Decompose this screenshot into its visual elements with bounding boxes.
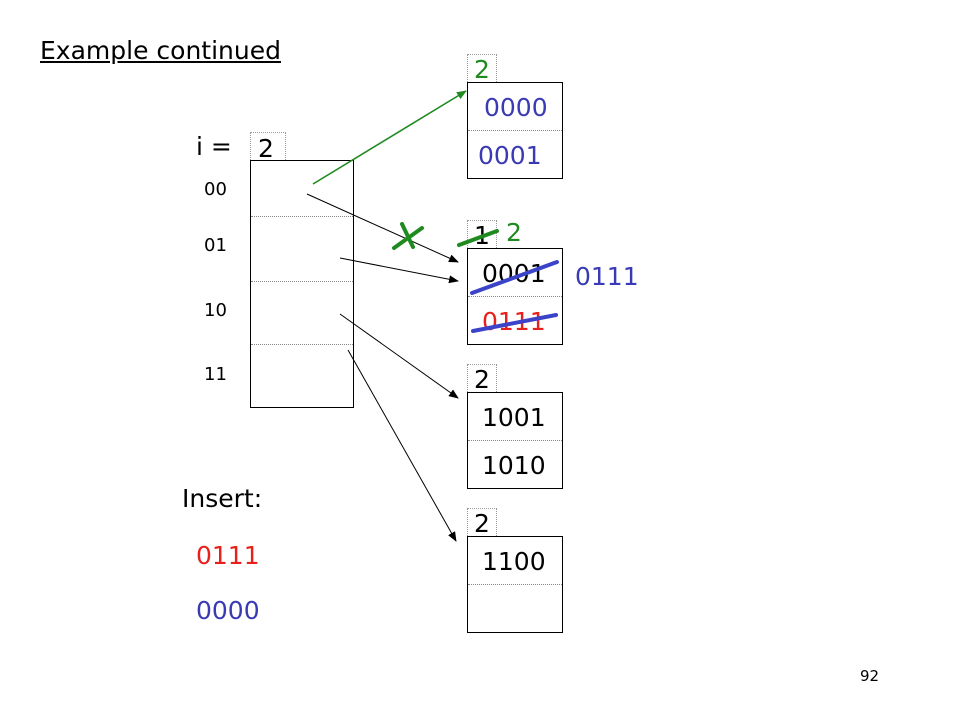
- dir-slot-label-00: 00: [204, 179, 227, 200]
- bucket-b-depth-old: 1: [474, 221, 490, 250]
- bucket-c-entry-1: 1001: [482, 403, 546, 432]
- global-depth-box: 2: [250, 132, 286, 163]
- bucket-d-depth: 2: [474, 509, 490, 538]
- bucket-a-depth: 2: [474, 55, 490, 84]
- bucket-d-entry-2: [468, 584, 562, 632]
- global-depth-value: 2: [258, 134, 274, 163]
- insert-key-1: 0111: [196, 541, 260, 570]
- pointer-11-to-bucket-d: [347, 349, 457, 542]
- bucket-a-entry-2: 0001: [468, 130, 562, 178]
- pointer-10-to-bucket-b: [339, 257, 459, 284]
- bucket-d: 1100: [467, 536, 563, 633]
- page-number: 92: [860, 667, 880, 685]
- dir-slot-10: [251, 281, 353, 344]
- green-cross-stroke-1: [392, 226, 424, 250]
- insert-key-2: 0000: [196, 596, 260, 625]
- dir-slot-label-10: 10: [204, 300, 227, 321]
- dir-slot-label-01: 01: [204, 235, 227, 256]
- bucket-d-depth-box: 2: [467, 508, 497, 536]
- bucket-a-entry-1: 0000: [484, 93, 548, 122]
- pointer-10-to-bucket-c: [339, 313, 459, 399]
- green-cross-stroke-2: [400, 222, 415, 249]
- dir-slot-label-11: 11: [204, 364, 227, 385]
- bucket-b-entry-2: 0111: [468, 296, 562, 344]
- bucket-c-depth: 2: [474, 365, 490, 394]
- bucket-b-depth-box: 1: [467, 220, 497, 248]
- bucket-b-depth-new: 2: [506, 218, 522, 247]
- directory-table: [250, 160, 354, 408]
- slide-title: Example continued: [40, 36, 281, 65]
- moved-entry-label: 0111: [575, 262, 639, 291]
- bucket-c-entry-2: 1010: [468, 440, 562, 488]
- bucket-a-depth-box: 2: [467, 54, 497, 82]
- bucket-c-depth-box: 2: [467, 364, 497, 392]
- insert-label: Insert:: [182, 484, 263, 513]
- dir-slot-00: [251, 161, 353, 223]
- bucket-d-entry-1: 1100: [482, 547, 546, 576]
- bucket-b: 0001 0111: [467, 248, 563, 345]
- bucket-b-entry-1: 0001: [482, 259, 546, 288]
- global-depth-label: i =: [196, 132, 232, 161]
- dir-slot-01: [251, 216, 353, 279]
- dir-slot-11: [251, 344, 353, 407]
- bucket-a: 0000 0001: [467, 82, 563, 179]
- bucket-c: 1001 1010: [467, 392, 563, 489]
